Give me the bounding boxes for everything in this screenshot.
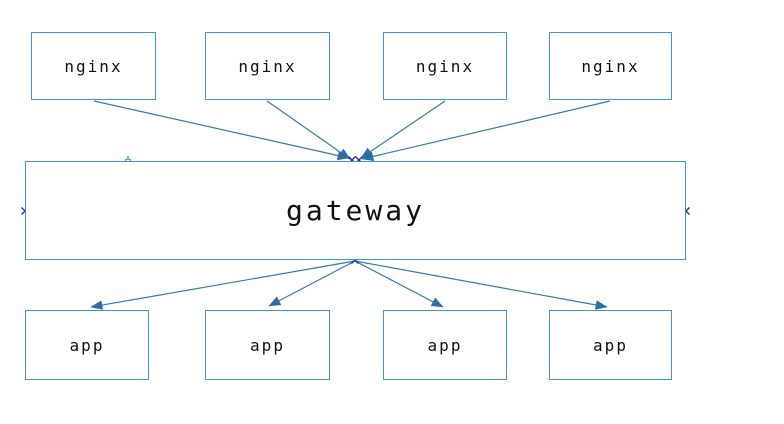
node-app-2-label: app [250,335,285,355]
node-app-1-label: app [69,335,105,355]
connector-gateway-to-app-3[interactable] [354,260,444,308]
connector-gateway-to-app-2[interactable] [268,260,356,307]
node-gateway-label: gateway [285,194,425,227]
node-app-2[interactable]: app [205,310,330,380]
connector-nginx-1-to-gateway[interactable] [93,100,350,161]
node-app-3-label: app [427,335,463,355]
node-app-4[interactable]: app [549,310,672,380]
node-nginx-1-label: nginx [64,56,123,76]
connector-gateway-to-app-1[interactable] [90,260,356,310]
node-nginx-3-label: nginx [415,56,475,76]
node-nginx-2-label: nginx [238,56,297,76]
connector-gateway-to-app-4[interactable] [354,260,608,310]
node-nginx-4[interactable]: nginx [549,32,672,100]
node-nginx-1[interactable]: nginx [31,32,156,100]
node-app-1[interactable]: app [25,310,149,380]
node-nginx-3[interactable]: nginx [383,32,507,100]
connector-nginx-4-to-gateway[interactable] [361,100,611,162]
node-nginx-4-label: nginx [581,56,640,76]
node-nginx-2[interactable]: nginx [205,32,330,100]
node-app-4-label: app [593,335,628,355]
connector-nginx-2-to-gateway[interactable] [266,100,351,160]
connector-nginx-3-to-gateway[interactable] [360,100,446,159]
node-gateway[interactable]: gateway [25,161,686,260]
node-app-3[interactable]: app [383,310,507,380]
